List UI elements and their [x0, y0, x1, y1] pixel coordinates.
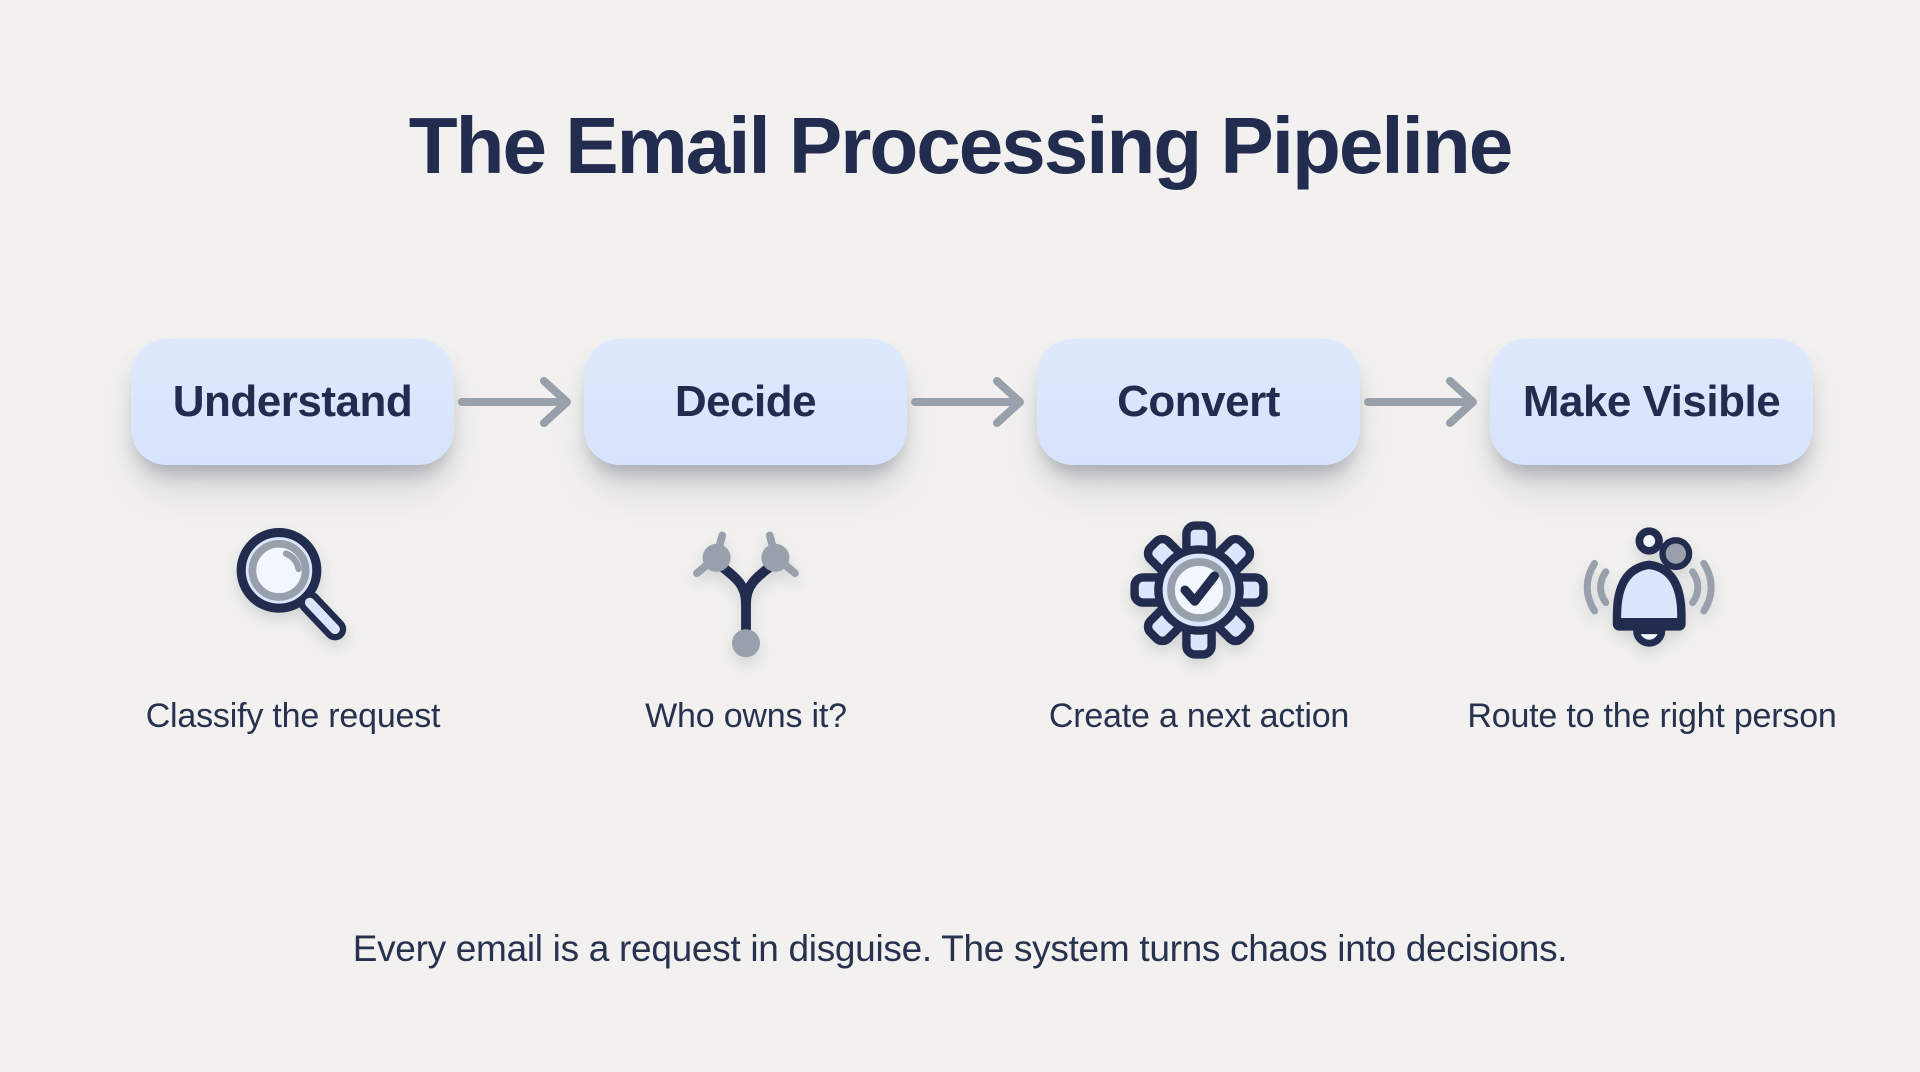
- flow-arrow-right-icon: [458, 377, 571, 427]
- flow-arrow-right-icon: [1364, 377, 1477, 427]
- stage-caption-make-visible: Route to the right person: [1467, 697, 1837, 735]
- flow-arrow-right-icon: [911, 377, 1024, 427]
- stage-caption-understand: Classify the request: [145, 697, 441, 735]
- branch-icon: [693, 531, 799, 658]
- page-title: The Email Processing Pipeline: [408, 101, 1513, 190]
- stage-label: Decide: [674, 377, 817, 426]
- stage-label: Make Visible: [1522, 377, 1781, 426]
- stage-pill-make-visible: Make Visible: [1490, 339, 1813, 465]
- stage-pill-convert: Convert: [1037, 339, 1360, 465]
- bell-icon: [1583, 527, 1715, 647]
- magnifier-icon: [236, 528, 347, 641]
- stage-caption-decide: Who owns it?: [645, 697, 847, 735]
- footer-tagline: Every email is a request in disguise. Th…: [352, 928, 1568, 969]
- stage-pill-decide: Decide: [584, 339, 907, 465]
- gear-check-icon: [1130, 521, 1268, 659]
- stage-label: Convert: [1117, 377, 1280, 426]
- stage-pill-understand: Understand: [131, 339, 454, 465]
- stage-caption-convert: Create a next action: [1048, 697, 1350, 735]
- stage-label: Understand: [172, 377, 413, 426]
